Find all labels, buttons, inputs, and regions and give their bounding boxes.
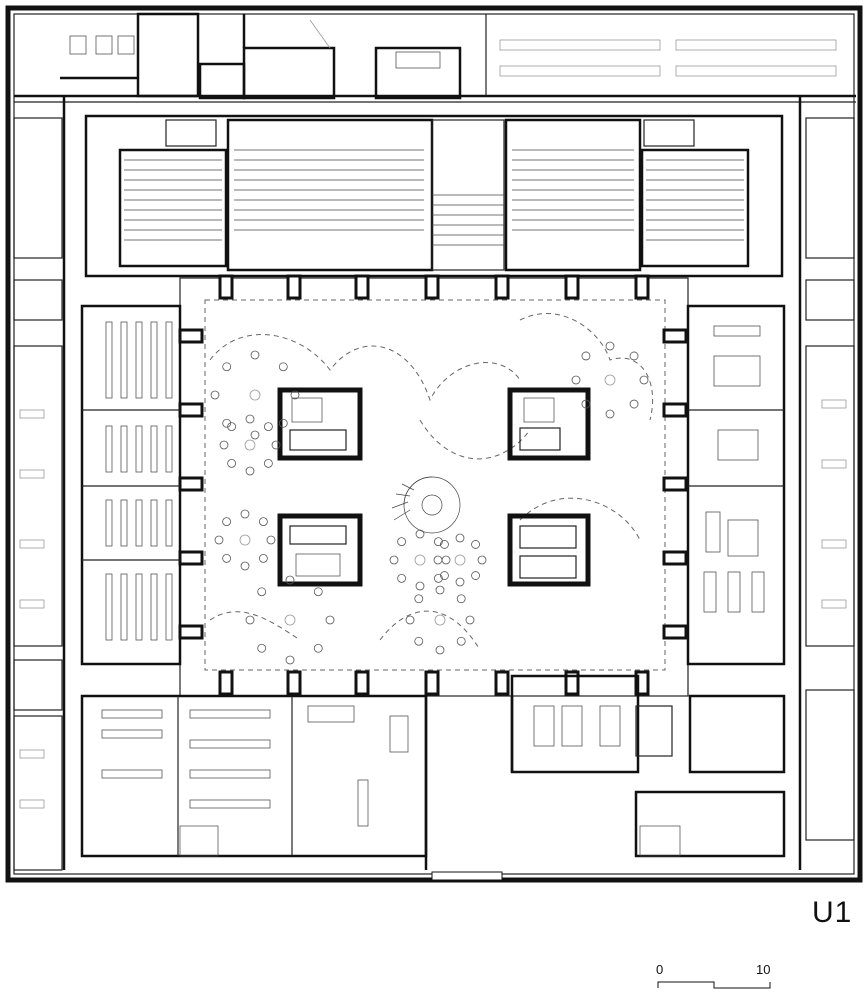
scale-end-label: 10: [756, 962, 771, 977]
seating-clusters: [210, 341, 649, 665]
side-corridors: [13, 96, 855, 871]
left-study-rooms: [80, 304, 182, 666]
bottom-rooms: [80, 674, 786, 881]
top-service-rooms: [14, 12, 856, 103]
scale-start-label: 0: [656, 962, 664, 977]
central-atrium: [179, 277, 689, 697]
level-label: U1: [812, 896, 853, 929]
columns: [178, 274, 688, 696]
core-blocks: [277, 387, 591, 587]
spiral-stair: [391, 476, 461, 534]
scale-bar: [657, 981, 771, 989]
right-library-rooms: [686, 304, 786, 666]
lecture-halls: [84, 114, 784, 278]
